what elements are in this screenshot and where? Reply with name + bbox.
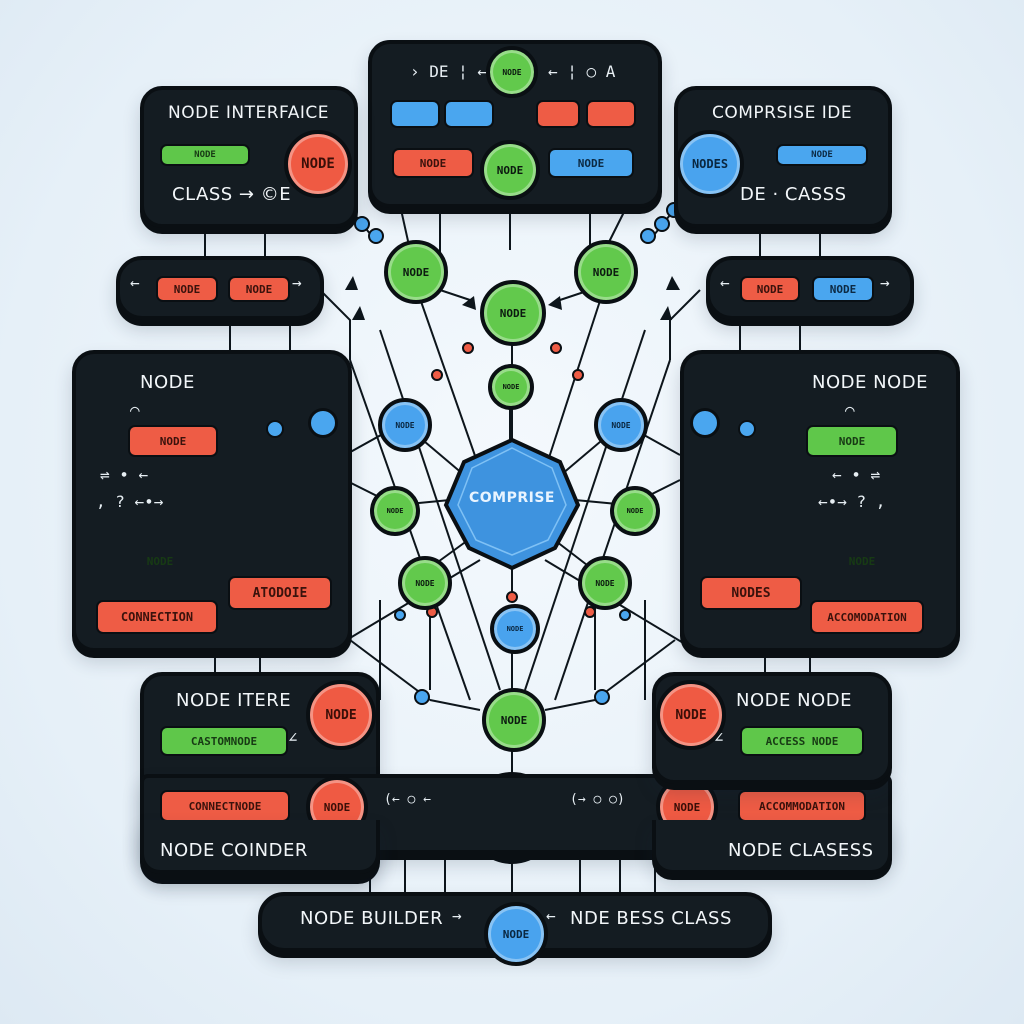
node-bottom-center-emblem[interactable] xyxy=(468,778,556,866)
network-node-upper-left[interactable]: NODE xyxy=(384,240,448,304)
panel-top-right-title: COMPRSISE IDE xyxy=(712,103,853,123)
dot-mid-left-1 xyxy=(266,420,284,438)
pill-mid-left-node[interactable]: NODE xyxy=(128,425,218,457)
network-node-bottom-blue[interactable]: NODE xyxy=(490,604,540,654)
footer-node[interactable]: NODE xyxy=(484,902,548,966)
panel-bottom-left-title: NODE ITERE xyxy=(176,690,292,711)
network-node-lower-right[interactable]: NODE xyxy=(578,556,632,610)
pill-bottom-left-connectnode[interactable]: CONNECTNODE xyxy=(160,790,290,822)
mid-left-symbols-1: ⇌ ∙ ← xyxy=(100,465,149,484)
network-node-top-center[interactable]: NODE xyxy=(480,280,546,346)
pill-mid-right-nodes[interactable]: NODES xyxy=(700,576,802,610)
arrow-left-icon: ← xyxy=(546,906,556,925)
hex-green-right-label[interactable]: NODE xyxy=(848,554,876,568)
pill-bottom-right-accessnode[interactable]: ACCESS NODE xyxy=(740,726,864,756)
hex-green-left-label[interactable]: NODE xyxy=(146,554,174,568)
arrow-right-icon: → xyxy=(452,906,462,925)
arrow-left-icon: ∠ xyxy=(288,728,298,747)
pill-mid-left-atodoie[interactable]: ATODOIE xyxy=(228,576,332,610)
node-top-left[interactable]: NODE xyxy=(284,130,352,198)
pill-top-center-3[interactable] xyxy=(536,100,580,128)
pill-top-left-node[interactable]: NODE xyxy=(160,144,250,166)
pill-top-center-node-2[interactable]: NODE xyxy=(548,148,634,178)
mid-right-symbols-2: ←∙→ ? , xyxy=(818,492,886,511)
panel-mid-left-title: NODE xyxy=(140,372,195,393)
footer-right-label: NDE BESS CLASS xyxy=(570,908,732,929)
arrow-left-icon: ← xyxy=(130,273,140,292)
panel-top-center-symbols-left: › DE ¦ ← xyxy=(410,62,488,81)
dot-mid-left-2 xyxy=(308,408,338,438)
network-node-upper-right[interactable]: NODE xyxy=(574,240,638,304)
panel-bottom-right-title: NODE NODE xyxy=(736,690,852,711)
node-bottom-left[interactable]: NODE xyxy=(306,680,376,750)
panel-top-right-caption: DE · CASSS xyxy=(740,184,847,205)
footer-left-label: NODE BUILDER xyxy=(300,908,444,929)
network-node-bottom-center[interactable]: NODE xyxy=(482,688,546,752)
node-top-center-a[interactable]: NODE xyxy=(486,46,538,98)
arrow-right-icon: → xyxy=(292,273,302,292)
pill-mid-right-accommodation[interactable]: ACCOMODATION xyxy=(810,600,924,634)
network-node-lower-left[interactable]: NODE xyxy=(398,556,452,610)
pill-bar-right-1[interactable]: NODE xyxy=(740,276,800,302)
arrow-right-icon: → xyxy=(880,273,890,292)
network-node-right-mid[interactable]: NODE xyxy=(610,486,660,536)
mid-right-symbols-1: ← ∙ ⇌ xyxy=(832,465,881,484)
pill-mid-right-node[interactable]: NODE xyxy=(806,425,898,457)
arrow-left-icon: ← xyxy=(720,273,730,292)
pill-top-center-4[interactable] xyxy=(586,100,636,128)
panel-bottom-right-lower xyxy=(652,820,892,874)
dot-mid-right-1 xyxy=(738,420,756,438)
pill-bottom-left-customnode[interactable]: CASTOMNODE xyxy=(160,726,288,756)
node-top-center-b[interactable]: NODE xyxy=(480,140,540,200)
network-node-left-mid[interactable]: NODE xyxy=(370,486,420,536)
panel-top-center-symbols-right: ← ¦ ○ A xyxy=(548,62,616,81)
arrow-left-icon: ∠ xyxy=(714,728,724,747)
panel-top-left-title: NODE INTERFAICE xyxy=(168,103,329,123)
network-node-right-blue[interactable]: NODE xyxy=(594,398,648,452)
panel-bottom-left-lower xyxy=(140,820,380,874)
center-hexagon-label[interactable]: COMPRISE xyxy=(468,490,555,506)
node-bottom-right[interactable]: NODE xyxy=(656,680,726,750)
pill-mid-left-connection[interactable]: CONNECTION xyxy=(96,600,218,634)
pill-bar-left-2[interactable]: NODE xyxy=(228,276,290,302)
pill-bar-left-1[interactable]: NODE xyxy=(156,276,218,302)
pill-top-center-node[interactable]: NODE xyxy=(392,148,474,178)
network-node-small-top[interactable]: NODE xyxy=(488,364,534,410)
bracket-icon: ⌒ xyxy=(845,400,855,419)
bottom-bar-symbols-left: (← ○ ← xyxy=(384,792,431,807)
panel-top-left-caption: CLASS → ©E xyxy=(172,184,292,205)
node-top-right[interactable]: NODES xyxy=(676,130,744,198)
pill-bar-right-2[interactable]: NODE xyxy=(812,276,874,302)
mid-left-symbols-2: , ? ←∙→ xyxy=(96,492,164,511)
bottom-bar-symbols-right: (→ ○ ○) xyxy=(570,792,625,807)
bracket-icon: ⌒ xyxy=(130,400,140,419)
panel-bottom-left-caption: NODE COINDER xyxy=(160,840,308,861)
network-node-left-blue[interactable]: NODE xyxy=(378,398,432,452)
pill-top-right-node[interactable]: NODE xyxy=(776,144,868,166)
pill-bottom-right-accommodation[interactable]: ACCOMMODATION xyxy=(738,790,866,822)
panel-mid-right-title: NODE NODE xyxy=(812,372,928,393)
pill-top-center-2[interactable] xyxy=(444,100,494,128)
panel-bottom-right-caption: NODE CLASESS xyxy=(728,840,874,861)
pill-top-center-1[interactable] xyxy=(390,100,440,128)
dot-mid-right-2 xyxy=(690,408,720,438)
